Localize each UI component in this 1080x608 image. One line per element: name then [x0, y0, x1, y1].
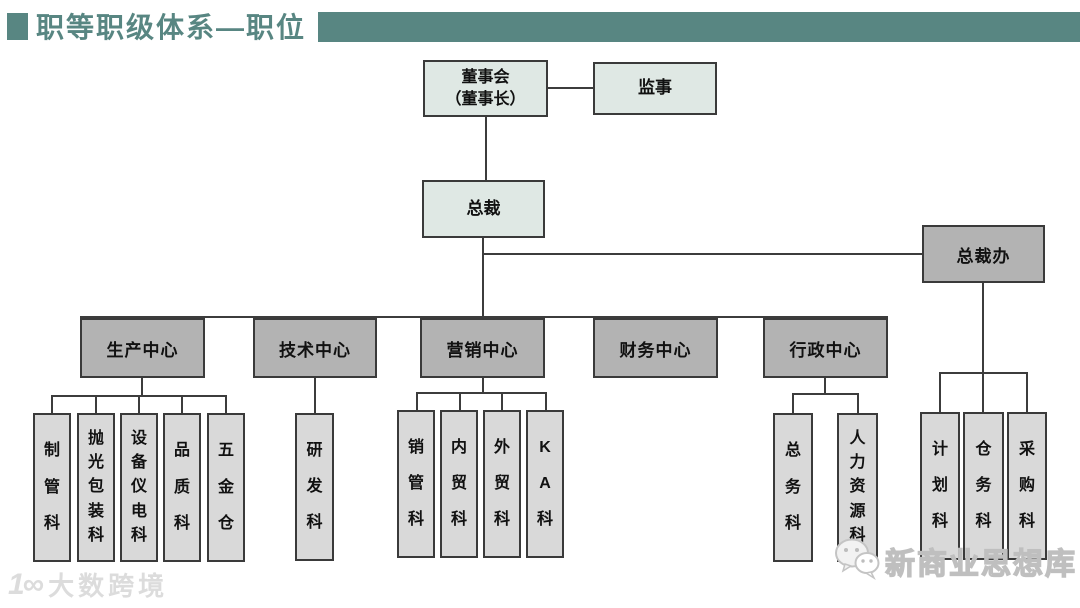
connector-production-down: [141, 378, 143, 396]
dept-warehouse: 仓务科: [963, 412, 1004, 560]
connector-stub: [1026, 373, 1028, 412]
dashu-logo-text: 大数跨境: [48, 571, 169, 601]
connector-stub: [138, 396, 140, 413]
connector-stub: [857, 394, 859, 413]
connector-tech-rd: [314, 378, 316, 413]
dept-quality: 品质科: [163, 413, 201, 562]
connector-stub: [939, 373, 941, 412]
connector-centers-bus: [80, 316, 888, 318]
wechat-icon: [833, 536, 881, 585]
node-center-admin: 行政中心: [763, 318, 888, 378]
node-center-finance: 财务中心: [593, 318, 718, 378]
dept-hardware-warehouse: 五金仓: [207, 413, 245, 562]
dept-planning: 计划科: [920, 412, 960, 560]
node-president-office: 总裁办: [922, 225, 1045, 283]
connector-stub: [501, 393, 503, 410]
connector-president-office: [483, 253, 922, 255]
page-title: 职等职级体系—职位: [36, 12, 307, 43]
connector-stub: [51, 396, 53, 413]
dept-foreign-trade: 外贸科: [483, 410, 521, 558]
connector-stub: [982, 373, 984, 412]
connector-stub: [95, 396, 97, 413]
connector-stub: [225, 396, 227, 413]
title-accent-bar: [318, 12, 1080, 42]
node-board: 董事会 （董事长）: [423, 60, 548, 117]
dept-sales-admin: 销管科: [397, 410, 435, 558]
connector-admin-down: [824, 378, 826, 395]
dept-polishing-packaging: 抛光包装科: [77, 413, 115, 562]
connector-admin-branch: [792, 393, 859, 395]
node-supervisor: 监事: [593, 62, 717, 115]
wechat-watermark: 新商业思想库: [833, 536, 1077, 585]
dashu-logo-icon: 1∞: [8, 567, 44, 601]
connector-stub: [792, 394, 794, 413]
node-center-technology: 技术中心: [253, 318, 377, 378]
dept-purchasing: 采购科: [1007, 412, 1047, 560]
dept-general-affairs: 总务科: [773, 413, 813, 562]
connector-stub: [459, 393, 461, 410]
connector-office-down: [982, 283, 984, 374]
dept-domestic-trade: 内贸科: [440, 410, 478, 558]
wechat-watermark-text: 新商业思想库: [884, 547, 1077, 581]
connector-president-bus: [482, 238, 484, 318]
connector-marketing-down: [482, 378, 484, 394]
dashukuajing-watermark: 1∞ 大数跨境: [8, 566, 168, 603]
connector-board-president: [485, 117, 487, 180]
node-center-production: 生产中心: [80, 318, 205, 378]
connector-stub: [545, 393, 547, 410]
connector-stub: [416, 393, 418, 410]
title-accent-square: [7, 13, 28, 40]
dept-equipment-electrical: 设备仪电科: [120, 413, 158, 562]
node-president: 总裁: [422, 180, 545, 238]
connector-marketing-branch: [416, 392, 547, 394]
connector-stub: [181, 396, 183, 413]
node-center-marketing: 营销中心: [420, 318, 545, 378]
dept-pipe-making: 制管科: [33, 413, 71, 562]
connector-board-supervisor: [548, 87, 593, 89]
dept-rd: 研发科: [295, 413, 334, 561]
